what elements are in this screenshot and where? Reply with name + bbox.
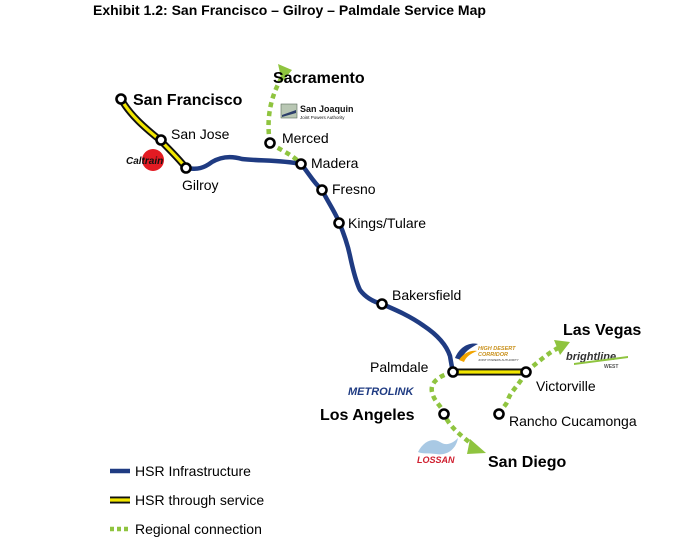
sjjpa-logo-line2: Joint Powers Authority bbox=[300, 115, 345, 120]
station-marker-merced bbox=[264, 137, 276, 149]
brightline-west-logo: brightline WEST bbox=[566, 351, 628, 370]
station-marker-fresno bbox=[316, 184, 328, 196]
sjjpa-logo-train bbox=[282, 110, 296, 117]
sjjpa-logo: San Joaquin Joint Powers Authority bbox=[280, 103, 354, 120]
regional-arrow-san-diego bbox=[467, 439, 486, 454]
high-desert-logo-line3: JOINT POWERS AUTHORITY bbox=[478, 358, 519, 362]
regional-route-victorville-las-vegas bbox=[524, 346, 560, 374]
station-label-fresno: Fresno bbox=[332, 181, 376, 197]
station-marker-gilroy bbox=[180, 162, 192, 174]
brightline-logo-stripe bbox=[574, 356, 628, 365]
regional-connections bbox=[266, 64, 570, 454]
city-label-san-francisco: San Francisco bbox=[133, 92, 243, 109]
exhibit-title: Exhibit 1.2: San Francisco – Gilroy – Pa… bbox=[93, 2, 486, 18]
regional-route-victorville-rancho bbox=[496, 370, 529, 415]
station-label-palmdale: Palmdale bbox=[370, 359, 429, 375]
high-desert-logo-swoosh bbox=[455, 343, 478, 360]
stations bbox=[115, 93, 532, 420]
brightline-logo-line2: WEST bbox=[604, 364, 618, 370]
caltrain-logo-disc bbox=[142, 149, 164, 171]
station-marker-bakersfield bbox=[376, 298, 388, 310]
station-label-bakersfield: Bakersfield bbox=[392, 287, 461, 303]
legend-label-hsr-through-service: HSR through service bbox=[135, 492, 264, 508]
station-marker-kings-tulare bbox=[333, 217, 345, 229]
regional-arrow-sacramento bbox=[278, 64, 292, 82]
station-label-rancho-cucamonga: Rancho Cucamonga bbox=[509, 413, 637, 429]
legend-label-regional-connection: Regional connection bbox=[135, 521, 262, 537]
station-marker-victorville bbox=[520, 366, 532, 378]
station-marker-los-angeles bbox=[438, 408, 450, 420]
lossan-logo-wave bbox=[418, 438, 458, 455]
high-desert-logo-line2: CORRIDOR bbox=[478, 352, 508, 358]
city-label-sacramento: Sacramento bbox=[273, 70, 365, 87]
city-label-las-vegas: Las Vegas bbox=[563, 322, 641, 339]
station-marker-san-jose bbox=[155, 134, 167, 146]
lossan-logo-text: LOSSAN bbox=[417, 455, 455, 465]
station-label-gilroy: Gilroy bbox=[182, 177, 219, 193]
sjjpa-logo-line1: San Joaquin bbox=[300, 104, 354, 114]
station-label-kings-tulare: Kings/Tulare bbox=[348, 215, 426, 231]
caltrain-logo: Caltrain bbox=[126, 149, 164, 171]
station-label-merced: Merced bbox=[282, 130, 329, 146]
city-label-los-angeles: Los Angeles bbox=[320, 407, 415, 424]
station-marker-rancho-cucamonga bbox=[493, 408, 505, 420]
station-label-san-jose: San Jose bbox=[171, 126, 230, 142]
caltrain-logo-text: Caltrain bbox=[126, 156, 163, 167]
legend: HSR Infrastructure HSR through service R… bbox=[110, 463, 264, 537]
city-label-san-diego: San Diego bbox=[488, 454, 566, 471]
lossan-logo: LOSSAN bbox=[417, 438, 458, 465]
high-desert-logo-line1: HIGH DESERT bbox=[478, 346, 516, 352]
station-label-madera: Madera bbox=[311, 155, 359, 171]
metrolink-logo: METROLINK bbox=[348, 386, 414, 398]
regional-arrow-las-vegas bbox=[554, 340, 570, 355]
station-marker-san-francisco bbox=[115, 93, 127, 105]
legend-label-hsr-infrastructure: HSR Infrastructure bbox=[135, 463, 251, 479]
hsr-infrastructure-route bbox=[183, 154, 456, 375]
high-desert-corridor-logo: HIGH DESERT CORRIDOR JOINT POWERS AUTHOR… bbox=[455, 343, 519, 362]
high-desert-logo-accent bbox=[459, 350, 477, 362]
regional-route-merced-sacramento bbox=[266, 72, 286, 144]
regional-route-palmdale-la-sd bbox=[429, 369, 476, 448]
station-label-victorville: Victorville bbox=[536, 378, 596, 394]
station-marker-madera bbox=[295, 158, 307, 170]
station-marker-palmdale bbox=[447, 366, 459, 378]
